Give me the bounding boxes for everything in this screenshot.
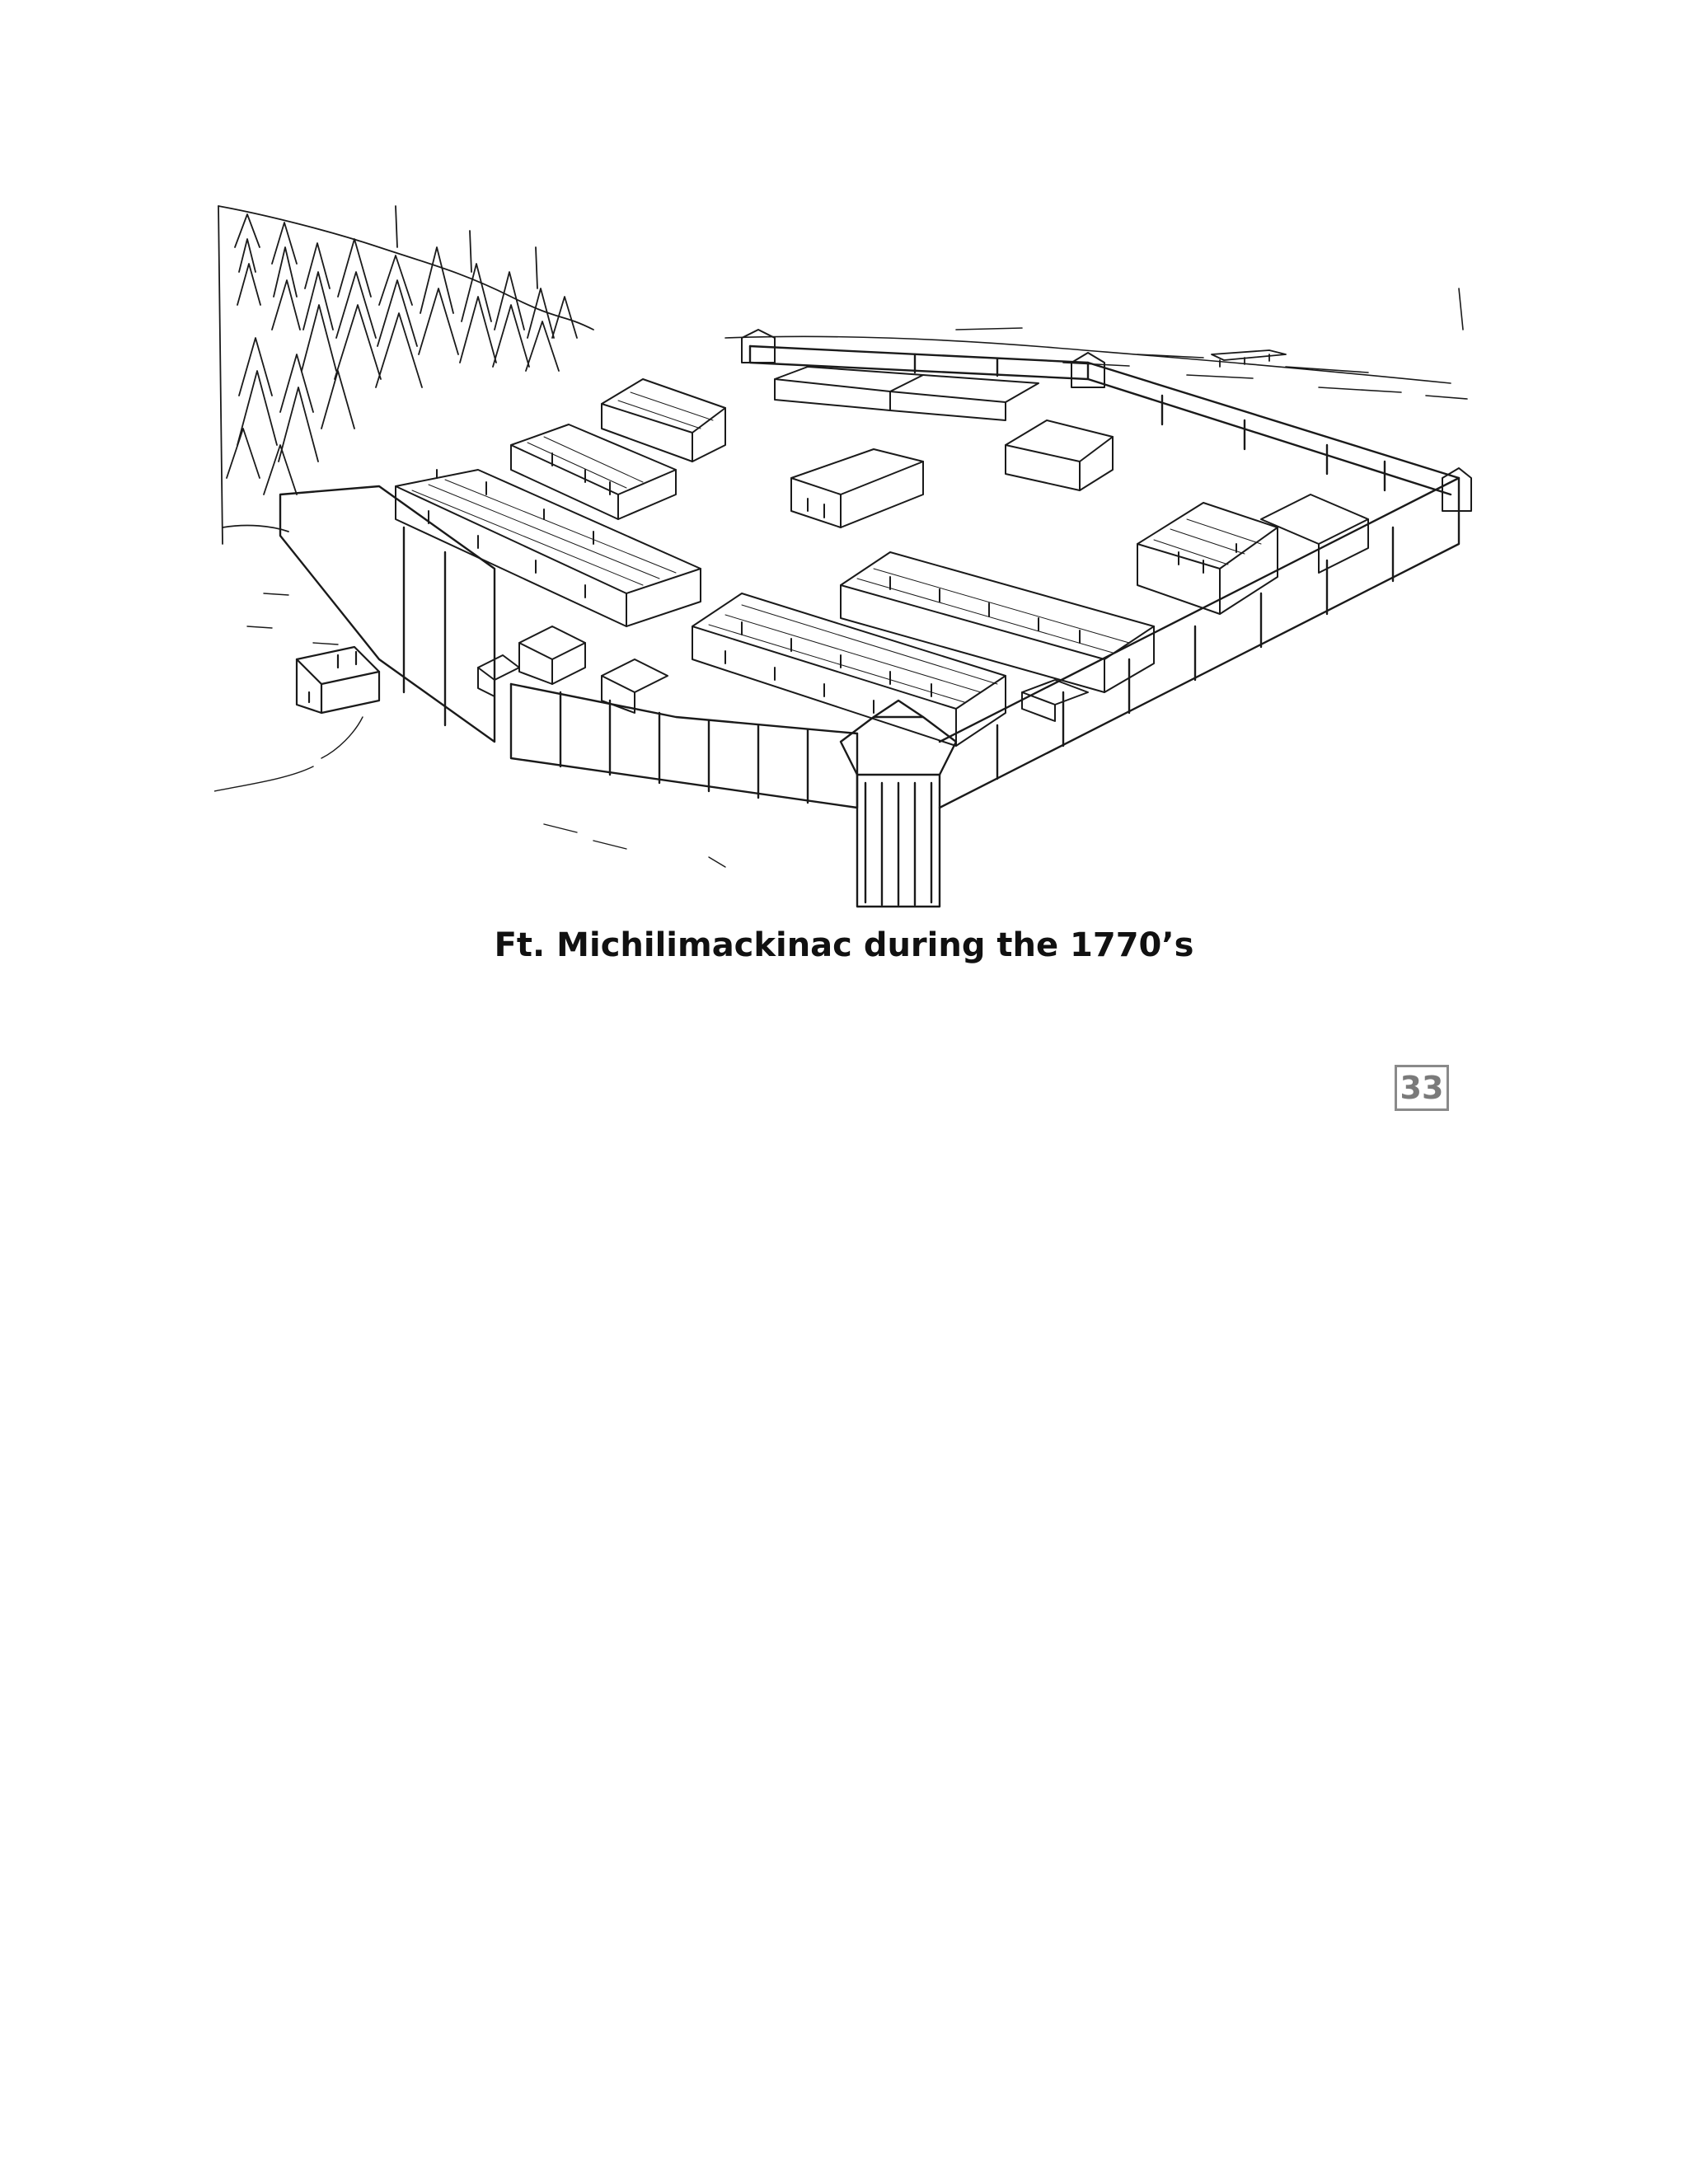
- ground: [214, 593, 726, 868]
- figure-caption: Ft. Michilimackinac during the 1770’s: [494, 926, 1194, 964]
- dock: [1211, 349, 1287, 368]
- forest: [218, 205, 594, 545]
- fort-sketch-illustration: [214, 205, 1472, 908]
- fort-buildings: [395, 366, 1369, 747]
- front-bastion: [839, 699, 958, 908]
- fort-illustration: [214, 198, 1475, 923]
- page-number: 33: [1395, 1065, 1449, 1111]
- palisade-walls: [279, 344, 1461, 809]
- outside-house: [295, 645, 381, 715]
- back-blockhouses: [741, 329, 1472, 512]
